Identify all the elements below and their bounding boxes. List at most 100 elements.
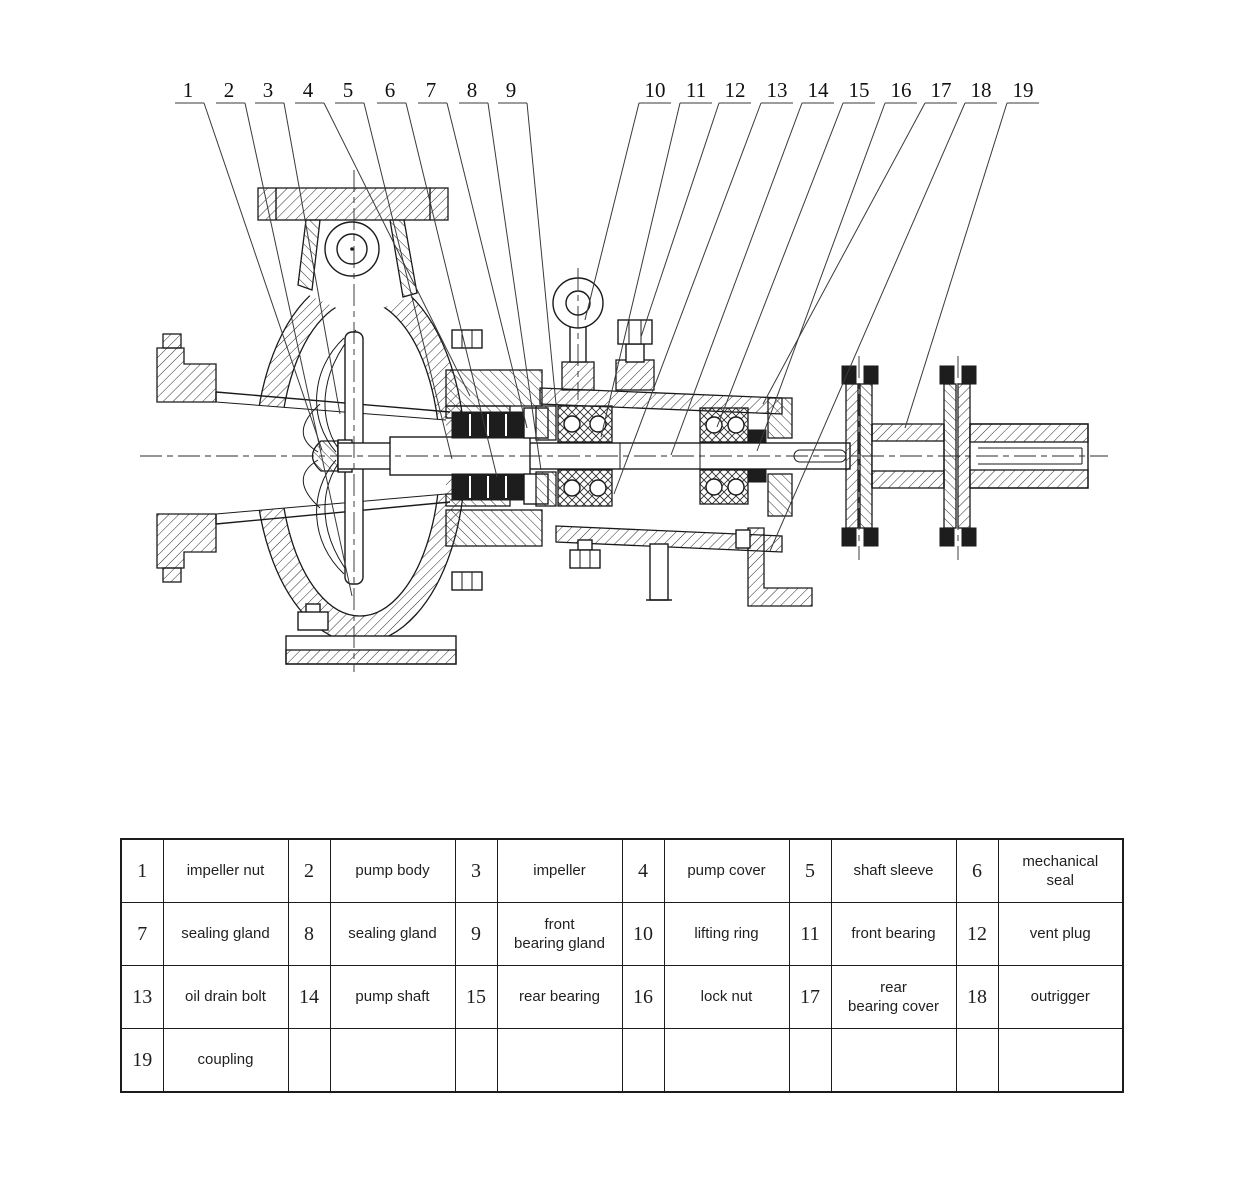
callout-14: 14 xyxy=(670,78,834,456)
callout-6: 6 xyxy=(377,78,498,478)
table-row: 1 impeller nut 2 pump body 3 impeller 4 … xyxy=(120,838,1124,903)
part-label-cell: pump cover xyxy=(663,838,790,903)
pump-body-volute xyxy=(254,272,466,665)
callout-19: 19 xyxy=(904,78,1039,429)
callout-4: 4 xyxy=(295,78,471,397)
svg-text:2: 2 xyxy=(224,78,235,102)
callout-13: 13 xyxy=(613,78,793,495)
callout-15: 15 xyxy=(716,78,875,428)
part-number-cell: 14 xyxy=(287,965,331,1029)
part-label-cell: impeller nut xyxy=(162,838,289,903)
part-number-cell: 17 xyxy=(788,965,832,1029)
callout-18: 18 xyxy=(769,78,997,552)
bearings xyxy=(557,405,767,507)
pump-cover-seal-chamber xyxy=(445,329,549,591)
part-label-cell: lifting ring xyxy=(663,902,790,966)
part-label-cell xyxy=(663,1028,790,1093)
centerlines xyxy=(140,170,1108,672)
svg-text:1: 1 xyxy=(183,78,194,102)
callout-16: 16 xyxy=(756,78,917,452)
part-label-cell: pump body xyxy=(329,838,456,903)
table-row: 7 sealing gland 8 sealing gland 9 front … xyxy=(120,902,1124,966)
callout-12: 12 xyxy=(640,78,751,338)
part-label-cell: front bearing gland xyxy=(496,902,623,966)
lock-nut xyxy=(747,429,767,443)
part-number-cell: 11 xyxy=(788,902,832,966)
part-label-cell xyxy=(496,1028,623,1093)
part-number-cell xyxy=(287,1028,331,1093)
callout-9: 9 xyxy=(498,78,557,405)
part-number-cell: 19 xyxy=(120,1028,164,1093)
outrigger xyxy=(735,527,813,607)
part-label-cell: impeller xyxy=(496,838,623,903)
part-number-cell: 12 xyxy=(955,902,999,966)
part-number-cell: 7 xyxy=(120,902,164,966)
svg-text:6: 6 xyxy=(385,78,396,102)
part-number-cell: 18 xyxy=(955,965,999,1029)
svg-text:11: 11 xyxy=(686,78,706,102)
callout-7: 7 xyxy=(418,78,528,429)
part-number-cell: 9 xyxy=(454,902,498,966)
suction-flange xyxy=(156,333,217,583)
discharge-flange xyxy=(257,187,449,318)
front-bearing-gland xyxy=(535,405,557,441)
part-number-cell: 10 xyxy=(621,902,665,966)
drawing-background xyxy=(0,0,1242,820)
svg-text:4: 4 xyxy=(303,78,314,102)
part-label-cell: shaft sleeve xyxy=(830,838,957,903)
part-number-cell xyxy=(621,1028,665,1093)
svg-text:9: 9 xyxy=(506,78,517,102)
svg-text:19: 19 xyxy=(1013,78,1034,102)
svg-text:15: 15 xyxy=(849,78,870,102)
part-label-cell: vent plug xyxy=(997,902,1124,966)
svg-text:18: 18 xyxy=(971,78,992,102)
callout-17: 17 xyxy=(762,78,957,405)
part-number-cell: 8 xyxy=(287,902,331,966)
part-number-cell: 1 xyxy=(120,838,164,903)
part-label-cell: coupling xyxy=(162,1028,289,1093)
part-number-cell: 2 xyxy=(287,838,331,903)
table-row: 13 oil drain bolt 14 pump shaft 15 rear … xyxy=(120,965,1124,1029)
callout-1: 1 xyxy=(175,78,323,451)
part-number-cell: 13 xyxy=(120,965,164,1029)
callouts: 1 2 3 4 5 6 7 8 9 10 11 12 13 14 15 16 1… xyxy=(175,78,1039,597)
part-number-cell xyxy=(955,1028,999,1093)
parts-table: 1 impeller nut 2 pump body 3 impeller 4 … xyxy=(120,838,1124,1093)
part-label-cell: sealing gland xyxy=(329,902,456,966)
svg-text:16: 16 xyxy=(891,78,912,102)
callout-11: 11 xyxy=(600,78,712,438)
svg-text:14: 14 xyxy=(808,78,830,102)
callout-5: 5 xyxy=(335,78,453,460)
part-number-cell: 3 xyxy=(454,838,498,903)
svg-text:3: 3 xyxy=(263,78,274,102)
part-label-cell: mechanical seal xyxy=(997,838,1124,903)
impeller-nut xyxy=(311,440,339,472)
part-number-cell: 4 xyxy=(621,838,665,903)
svg-text:17: 17 xyxy=(931,78,952,102)
part-label-cell xyxy=(830,1028,957,1093)
part-label-cell: sealing gland xyxy=(162,902,289,966)
svg-text:5: 5 xyxy=(343,78,354,102)
part-label-cell: rear bearing xyxy=(496,965,623,1029)
callout-2: 2 xyxy=(216,78,353,597)
part-number-cell xyxy=(788,1028,832,1093)
part-number-cell: 5 xyxy=(788,838,832,903)
table-row: 19 coupling xyxy=(120,1028,1124,1093)
svg-text:13: 13 xyxy=(767,78,788,102)
callout-3: 3 xyxy=(255,78,341,415)
part-label-cell: rear bearing cover xyxy=(830,965,957,1029)
svg-text:12: 12 xyxy=(725,78,746,102)
rear-bearing-cover xyxy=(767,397,793,439)
part-label-cell: oil drain bolt xyxy=(162,965,289,1029)
part-number-cell: 15 xyxy=(454,965,498,1029)
part-label-cell: outrigger xyxy=(997,965,1124,1029)
part-number-cell xyxy=(454,1028,498,1093)
pump-cross-section-diagram: 1 2 3 4 5 6 7 8 9 10 11 12 13 14 15 16 1… xyxy=(0,0,1242,820)
part-label-cell: front bearing xyxy=(830,902,957,966)
svg-text:7: 7 xyxy=(426,78,437,102)
svg-text:10: 10 xyxy=(645,78,666,102)
part-number-cell: 6 xyxy=(955,838,999,903)
callout-10: 10 xyxy=(584,78,671,321)
part-label-cell xyxy=(329,1028,456,1093)
